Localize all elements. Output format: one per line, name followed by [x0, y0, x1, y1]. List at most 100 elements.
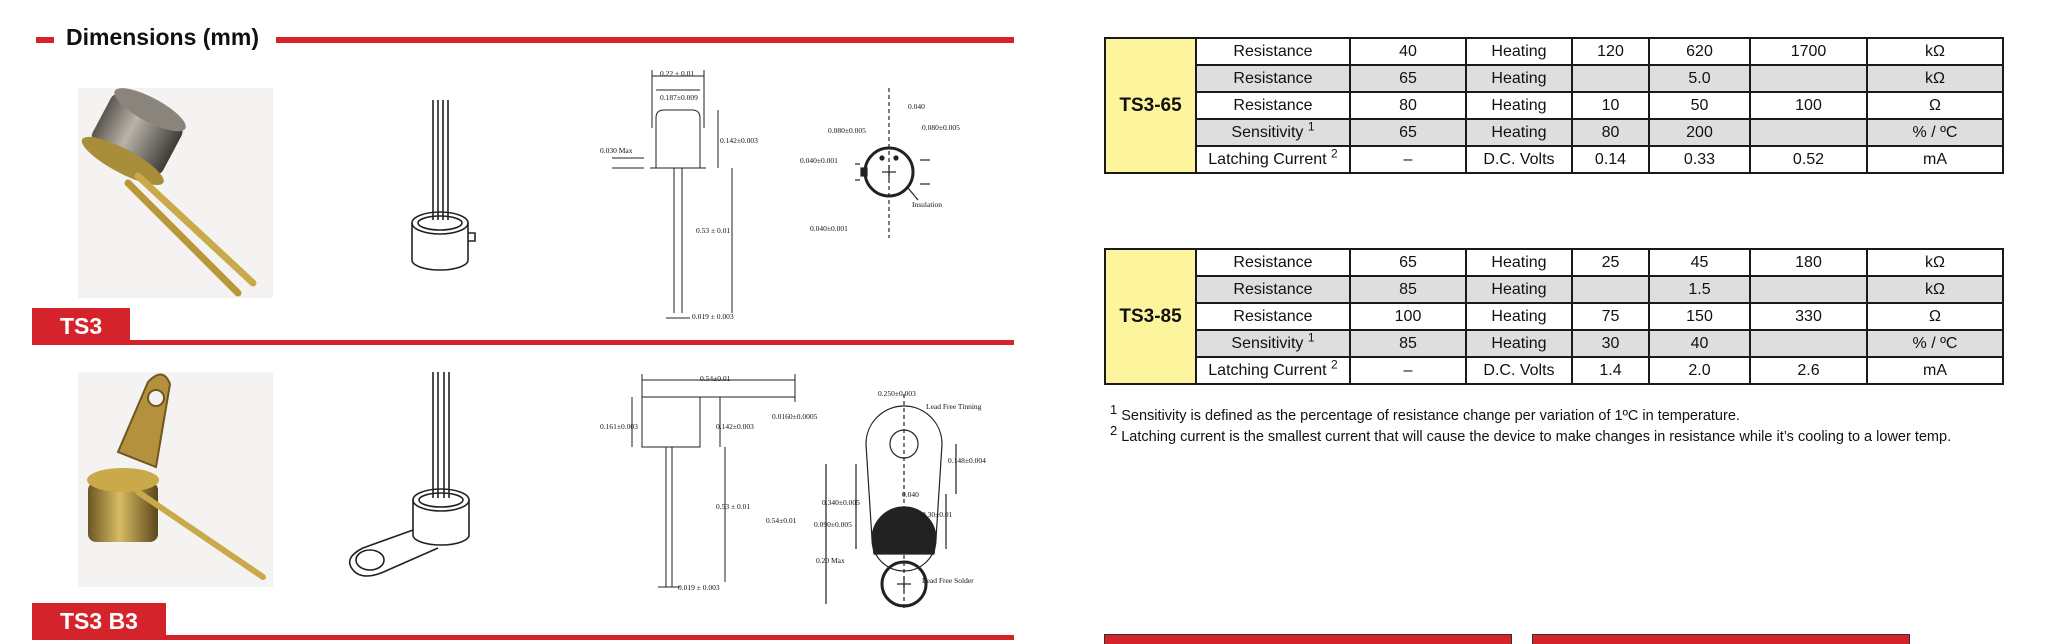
value-cell: 40	[1349, 37, 1467, 66]
unit-cell: Ω	[1866, 302, 2004, 331]
param-cell: Sensitivity 1	[1195, 329, 1351, 358]
section-title: Dimensions (mm)	[66, 24, 259, 50]
unit-cell: kΩ	[1866, 37, 2004, 66]
table-row: Latching Current 2 – D.C. Volts 0.14 0.3…	[1105, 145, 2004, 174]
typ-cell: 2.0	[1648, 356, 1751, 385]
spec-table-ts3-65: TS3-65 Resistance 40 Heating 120 620 170…	[1104, 37, 2004, 174]
value-cell: 80	[1349, 91, 1467, 120]
ts3-side-dimension-drawing: 0.22 ± 0.01 0.187±0.009 0.030 Max 0.142±…	[600, 68, 758, 328]
ts3-dim-flange: 0.030 Max	[600, 146, 633, 155]
ts3-dim-lead-length: 0.53 ± 0.01	[696, 226, 731, 235]
value-cell: 100	[1349, 302, 1467, 331]
ts3b3-dim-body-a: 0.161±0.003	[600, 422, 638, 431]
max-cell	[1749, 329, 1868, 358]
value-cell: 65	[1349, 118, 1467, 147]
table-row: TS3-65 Resistance 40 Heating 120 620 170…	[1104, 37, 2004, 174]
typ-cell: 40	[1648, 329, 1751, 358]
model-label-ts3: TS3	[32, 308, 1014, 345]
ts3-product-photo	[78, 88, 273, 298]
typ-cell: 5.0	[1648, 64, 1751, 93]
max-cell	[1749, 275, 1868, 304]
ts3b3-dim-tab-thickness: 0.0160±0.0005	[772, 412, 818, 421]
ts3b3-dim-overall: 0.54±0.01	[766, 516, 797, 525]
max-cell: 2.6	[1749, 356, 1868, 385]
ts3b3-label-solder: Lead Free Solder	[922, 576, 974, 585]
ts3b3-dim-pin-spacing: 0.040	[902, 490, 919, 499]
ts3b3-label-text: TS3 B3	[32, 603, 166, 639]
table-row: TS3-85 Resistance 65 Heating 25 45 180 k…	[1104, 248, 2004, 385]
condition-cell: D.C. Volts	[1465, 145, 1573, 174]
ts3-dim-pin-a: 0.080±0.005	[828, 126, 866, 135]
value-cell: 85	[1349, 329, 1467, 358]
ts3b3-dim-lead-dia: 0.019 ± 0.003	[678, 583, 720, 592]
model-label-ts3b3: TS3 B3	[32, 603, 1014, 640]
ts3b3-dim-max: 0.20 Max	[816, 556, 845, 565]
ts3-dim-inner-width: 0.187±0.009	[660, 93, 698, 102]
unit-cell: kΩ	[1866, 64, 2004, 93]
next-table-edge-left	[1104, 634, 1512, 644]
model-cell: TS3-85	[1104, 248, 1197, 385]
ts3b3-divider-line	[32, 635, 1014, 640]
model-cell: TS3-65	[1104, 37, 1197, 174]
condition-cell: D.C. Volts	[1465, 356, 1573, 385]
condition-cell: Heating	[1465, 118, 1573, 147]
ts3-dim-tab-b: 0.040±0.001	[810, 224, 848, 233]
ts3-dim-lead-dia: 0.019 ± 0.003	[692, 312, 734, 321]
ts3-label-insulation: Insulation	[912, 200, 942, 209]
param-cell: Resistance	[1195, 248, 1351, 277]
condition-cell: Heating	[1465, 37, 1573, 66]
table-row: Resistance 100 Heating 75 150 330 Ω	[1105, 302, 2004, 331]
min-cell: 120	[1571, 37, 1650, 66]
footnote-1-text: Sensitivity is defined as the percentage…	[1121, 407, 1740, 424]
unit-cell: mA	[1866, 356, 2004, 385]
ts3b3-dim-tab-height: 0.340±0.005	[822, 498, 860, 507]
ts3b3-dim-tab-width: 0.250±0.003	[878, 389, 916, 398]
value-cell: 85	[1349, 275, 1467, 304]
max-cell: 330	[1749, 302, 1868, 331]
typ-cell: 1.5	[1648, 275, 1751, 304]
ts3b3-dim-width: 0.54±0.01	[700, 374, 731, 383]
unit-cell: mA	[1866, 145, 2004, 174]
ts3-dim-pin-b: 0.080±0.005	[922, 123, 960, 132]
ts3b3-dim-body-b: 0.142±0.003	[716, 422, 754, 431]
min-cell	[1571, 275, 1650, 304]
ts3b3-dim-hole: 0.148±0.004	[948, 456, 986, 465]
typ-cell: 150	[1648, 302, 1751, 331]
param-cell: Sensitivity 1	[1195, 118, 1351, 147]
typ-cell: 0.33	[1648, 145, 1751, 174]
max-cell	[1749, 118, 1868, 147]
ts3-dim-body-height: 0.142±0.003	[720, 136, 758, 145]
param-cell: Latching Current 2	[1195, 356, 1351, 385]
ts3b3-dim-can: 0.30±0.01	[922, 510, 953, 519]
value-cell: –	[1349, 356, 1467, 385]
typ-cell: 50	[1648, 91, 1751, 120]
min-cell: 30	[1571, 329, 1650, 358]
ts3-dim-width: 0.22 ± 0.01	[660, 69, 695, 78]
unit-cell: kΩ	[1866, 248, 2004, 277]
ts3-divider-line	[32, 340, 1014, 345]
min-cell: 80	[1571, 118, 1650, 147]
min-cell: 10	[1571, 91, 1650, 120]
typ-cell: 45	[1648, 248, 1751, 277]
footnote-2-text: Latching current is the smallest current…	[1121, 428, 1952, 445]
ts3b3-outline-drawing	[338, 370, 488, 585]
ts3-dim-tab-a: 0.040±0.001	[800, 156, 838, 165]
next-table-edge-right	[1532, 634, 1910, 644]
header-bar-right	[276, 37, 1014, 43]
typ-cell: 200	[1648, 118, 1751, 147]
param-cell: Latching Current 2	[1195, 145, 1351, 174]
footnote-2-number: 2	[1110, 423, 1118, 438]
min-cell: 25	[1571, 248, 1650, 277]
min-cell	[1571, 64, 1650, 93]
max-cell	[1749, 64, 1868, 93]
condition-cell: Heating	[1465, 91, 1573, 120]
table-row: Resistance 85 Heating 1.5 kΩ	[1105, 275, 2004, 304]
min-cell: 0.14	[1571, 145, 1650, 174]
min-cell: 1.4	[1571, 356, 1650, 385]
value-cell: –	[1349, 145, 1467, 174]
param-cell: Resistance	[1195, 64, 1351, 93]
param-cell: Resistance	[1195, 91, 1351, 120]
table-row: Resistance 80 Heating 10 50 100 Ω	[1105, 91, 2004, 120]
typ-cell: 620	[1648, 37, 1751, 66]
